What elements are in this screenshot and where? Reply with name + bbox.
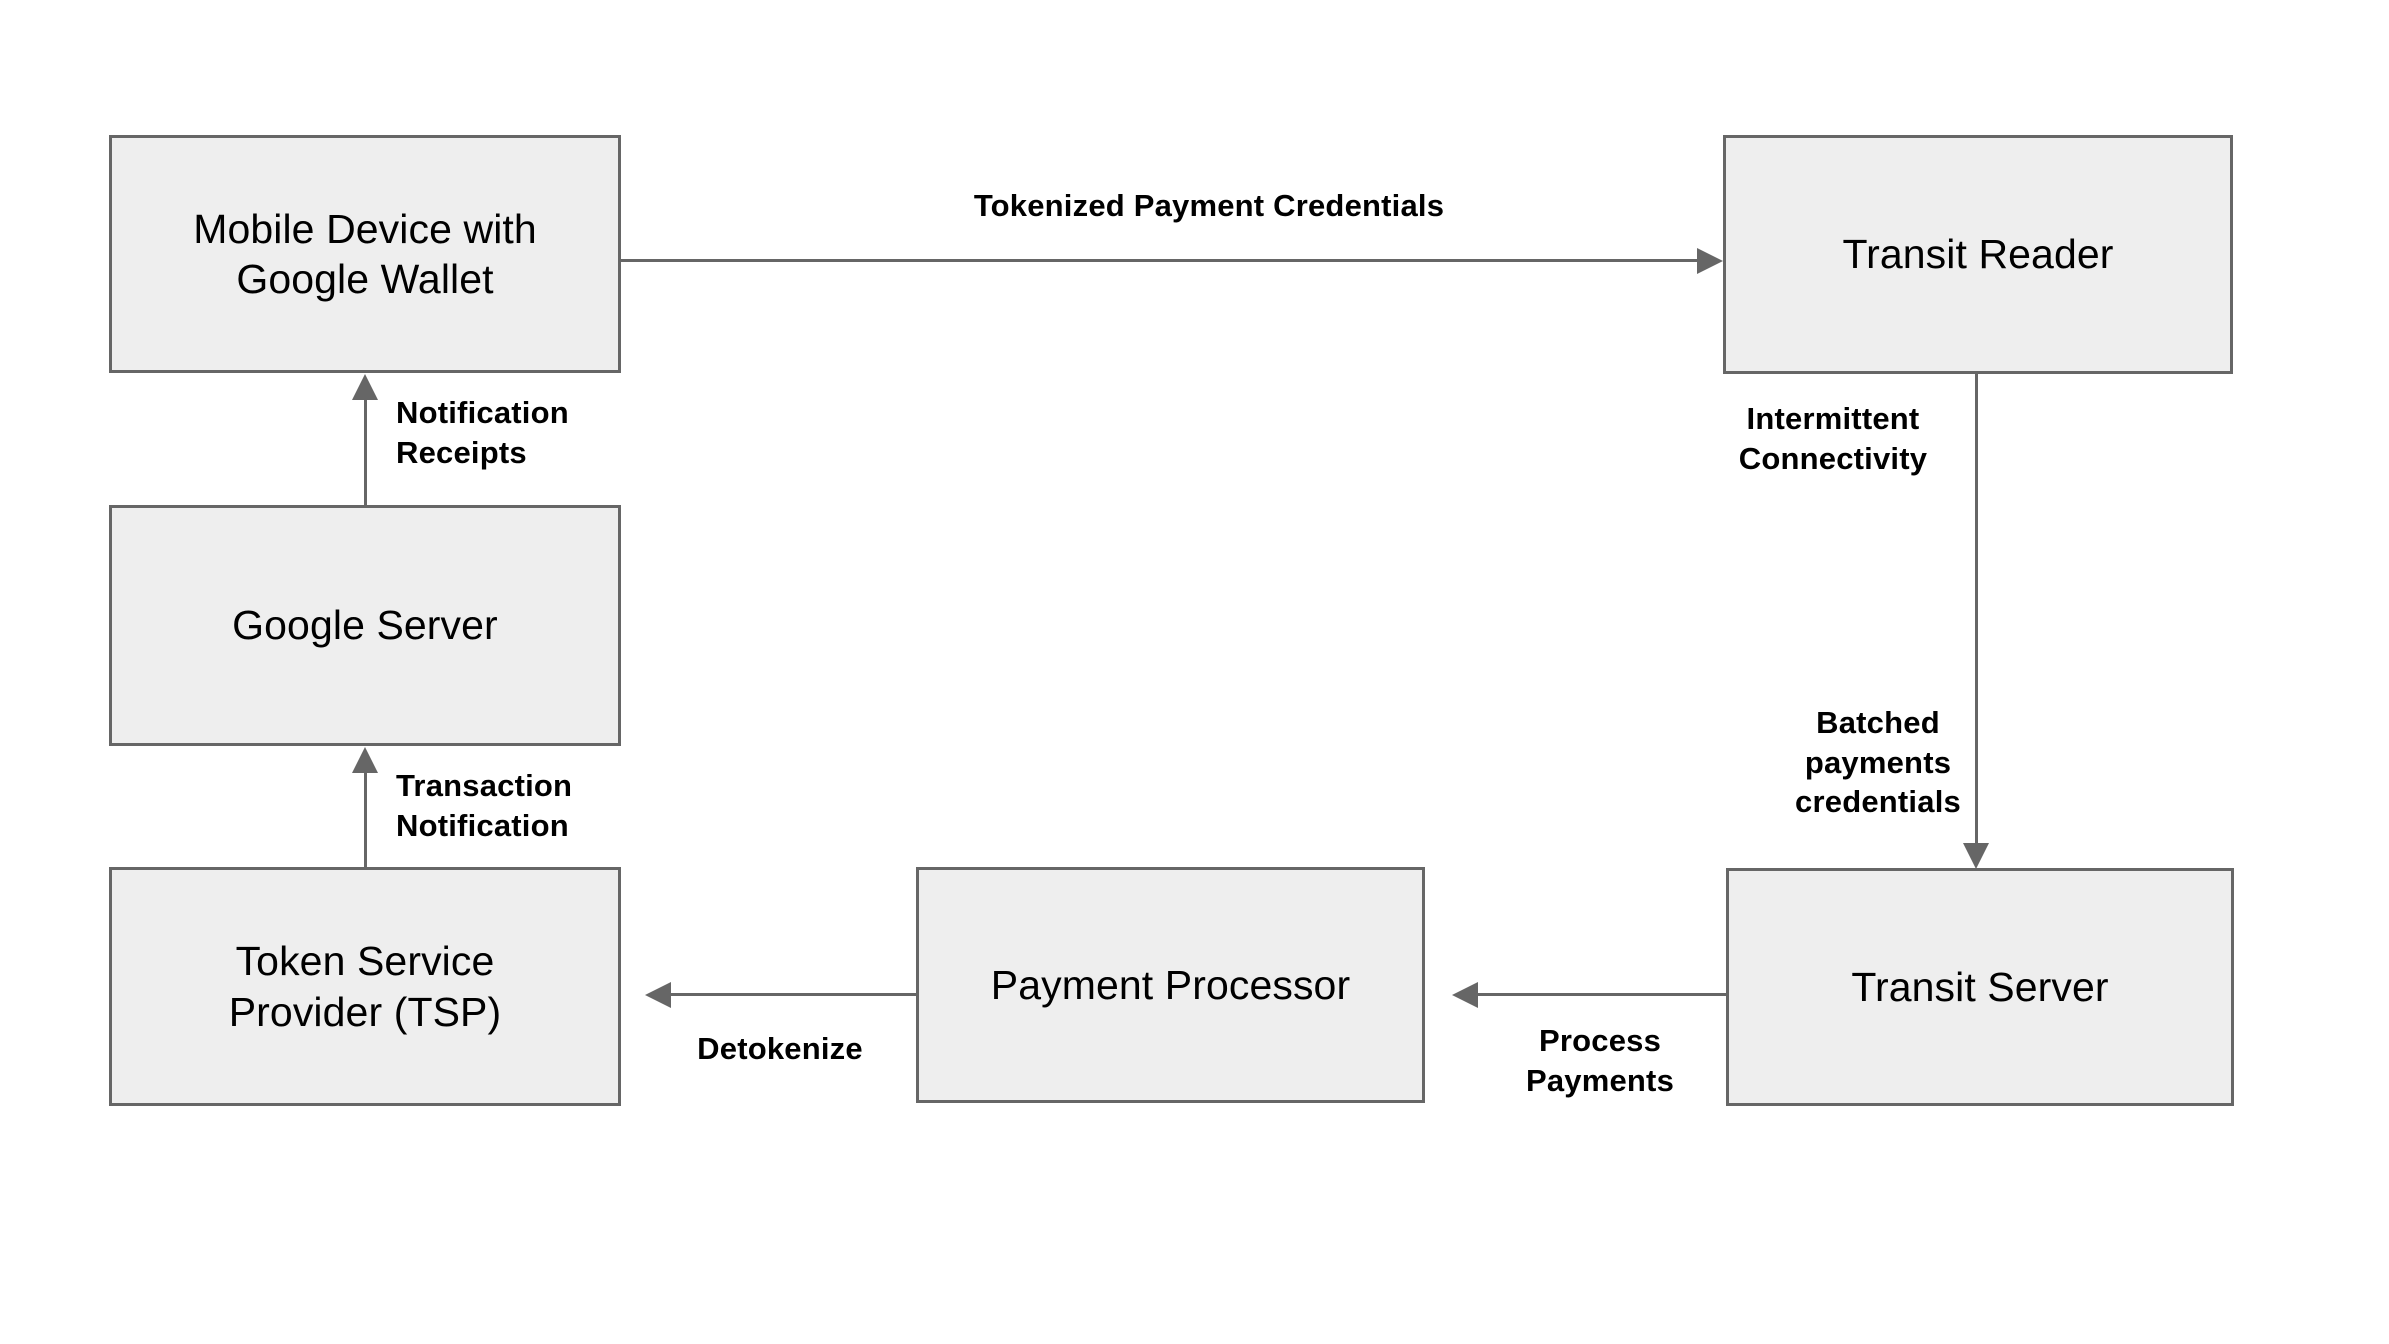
- edge-label-tokenized-payment-credentials: Tokenized Payment Credentials: [973, 188, 1445, 223]
- node-mobile-device[interactable]: Mobile Device with Google Wallet: [109, 135, 621, 373]
- arrowhead-right-icon: [1697, 248, 1723, 274]
- arrowhead-left-icon: [645, 982, 671, 1008]
- edge-mobile-to-reader-line: [621, 259, 1697, 262]
- node-token-service-provider[interactable]: Token Service Provider (TSP): [109, 867, 621, 1106]
- arrowhead-up-icon: [352, 747, 378, 773]
- edge-label-detokenize: Detokenize: [697, 1031, 863, 1066]
- edge-label-notification-receipts: Notification Receipts: [396, 395, 569, 470]
- edge-label-intermittent-connectivity: Intermittent Connectivity: [1738, 401, 1928, 476]
- node-google-server[interactable]: Google Server: [109, 505, 621, 746]
- edge-label-transaction-notification: Transaction Notification: [396, 768, 573, 843]
- arrowhead-down-icon: [1963, 843, 1989, 869]
- edge-google-to-mobile-line: [364, 400, 367, 505]
- edge-tsp-to-google-line: [364, 773, 367, 868]
- node-payment-processor[interactable]: Payment Processor: [916, 867, 1425, 1103]
- edge-processor-to-tsp-line: [671, 993, 916, 996]
- edge-server-to-processor-line: [1478, 993, 1726, 996]
- edge-reader-to-server-line: [1975, 374, 1978, 843]
- arrowhead-left-icon: [1452, 982, 1478, 1008]
- edge-label-batched-payments-credentials: Batched payments credentials: [1795, 705, 1961, 820]
- node-transit-server[interactable]: Transit Server: [1726, 868, 2234, 1106]
- edge-label-process-payments: Process Payments: [1525, 1023, 1675, 1098]
- arrowhead-up-icon: [352, 374, 378, 400]
- node-transit-reader[interactable]: Transit Reader: [1723, 135, 2233, 374]
